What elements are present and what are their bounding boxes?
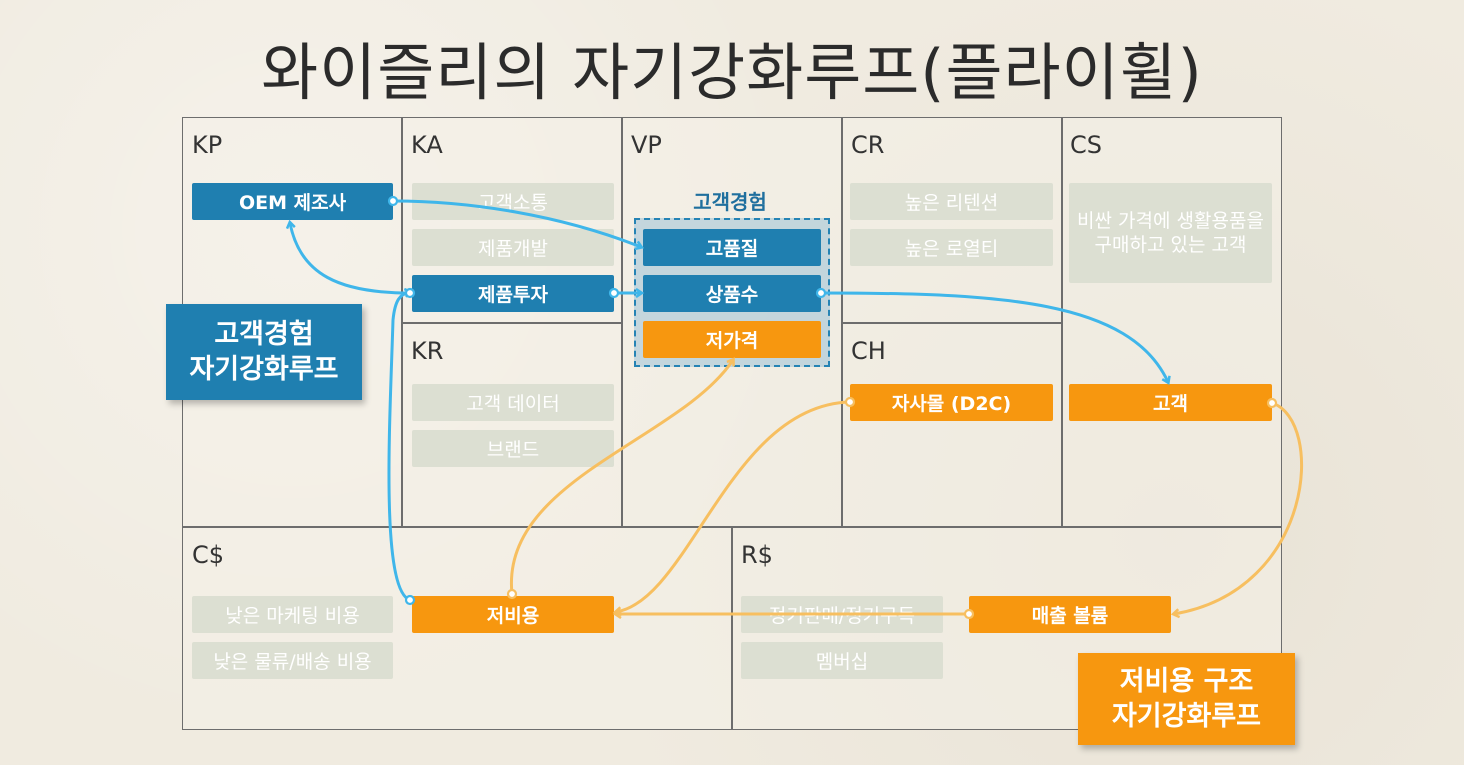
low-marketing-cost-box: 낮은 마케팅 비용	[192, 596, 393, 633]
cell-label-ka: KA	[411, 131, 443, 159]
arrow-lowcost-to-price	[510, 360, 733, 595]
brand-box: 브랜드	[412, 430, 614, 467]
divider	[1061, 117, 1063, 526]
product-development-box: 제품개발	[412, 229, 614, 266]
cell-label-cost: C$	[192, 541, 225, 569]
cell-label-kp: KP	[192, 131, 223, 159]
low-cost-loop-callout: 저비용 구조 자기강화루프	[1078, 653, 1295, 745]
arrow-oem-to-quality	[392, 199, 641, 247]
low-logistics-cost-box: 낮은 물류/배송 비용	[192, 642, 393, 679]
divider	[621, 117, 623, 526]
high-loyalty-box: 높은 로열티	[850, 229, 1053, 266]
page-title: 와이즐리의 자기강화루프(플라이휠)	[261, 36, 1203, 109]
arrow-customer-to-sales	[1174, 401, 1304, 614]
divider	[841, 322, 1061, 324]
high-retention-box: 높은 리텐션	[850, 183, 1053, 220]
product-count-box: 상품수	[643, 275, 821, 312]
arrow-count-to-customer	[820, 291, 1168, 382]
cell-label-kr: KR	[411, 337, 444, 365]
membership-box: 멤버십	[741, 642, 943, 679]
divider	[401, 322, 621, 324]
low-price-box: 저가격	[643, 321, 821, 358]
oem-manufacturer-box: OEM 제조사	[192, 183, 393, 220]
arrow-d2c-to-lowcost	[616, 400, 851, 612]
callout-line: 자기강화루프	[1111, 701, 1262, 732]
callout-line: 저비용 구조	[1119, 665, 1254, 697]
divider	[401, 117, 403, 526]
vp-group-heading: 고객경험	[693, 190, 767, 214]
cell-label-ch: CH	[851, 337, 886, 365]
customer-box: 고객	[1069, 384, 1272, 421]
customer-experience-loop-callout: 고객경험 자기강화루프	[166, 304, 362, 400]
low-cost-box: 저비용	[412, 596, 614, 633]
arrow-invest-to-oem	[290, 223, 411, 295]
callout-line: 자기강화루프	[189, 354, 339, 385]
customer-data-box: 고객 데이터	[412, 384, 614, 421]
callout-line: 고객경험	[214, 318, 314, 350]
product-investment-box: 제품투자	[412, 275, 614, 312]
cell-label-cs: CS	[1070, 131, 1102, 159]
sales-volume-box: 매출 볼륨	[969, 596, 1171, 633]
cell-label-vp: VP	[631, 131, 662, 159]
cell-label-cr: CR	[851, 131, 885, 159]
high-quality-box: 고품질	[643, 229, 821, 266]
divider	[182, 526, 1282, 528]
divider	[841, 117, 843, 526]
cell-label-revenue: R$	[741, 541, 773, 569]
customer-segment-box: 비싼 가격에 생활용품을 구매하고 있는 고객	[1069, 183, 1272, 283]
d2c-mall-box: 자사몰 (D2C)	[850, 384, 1053, 421]
divider	[731, 526, 733, 730]
arrow-lowcost-to-invest	[387, 292, 410, 602]
